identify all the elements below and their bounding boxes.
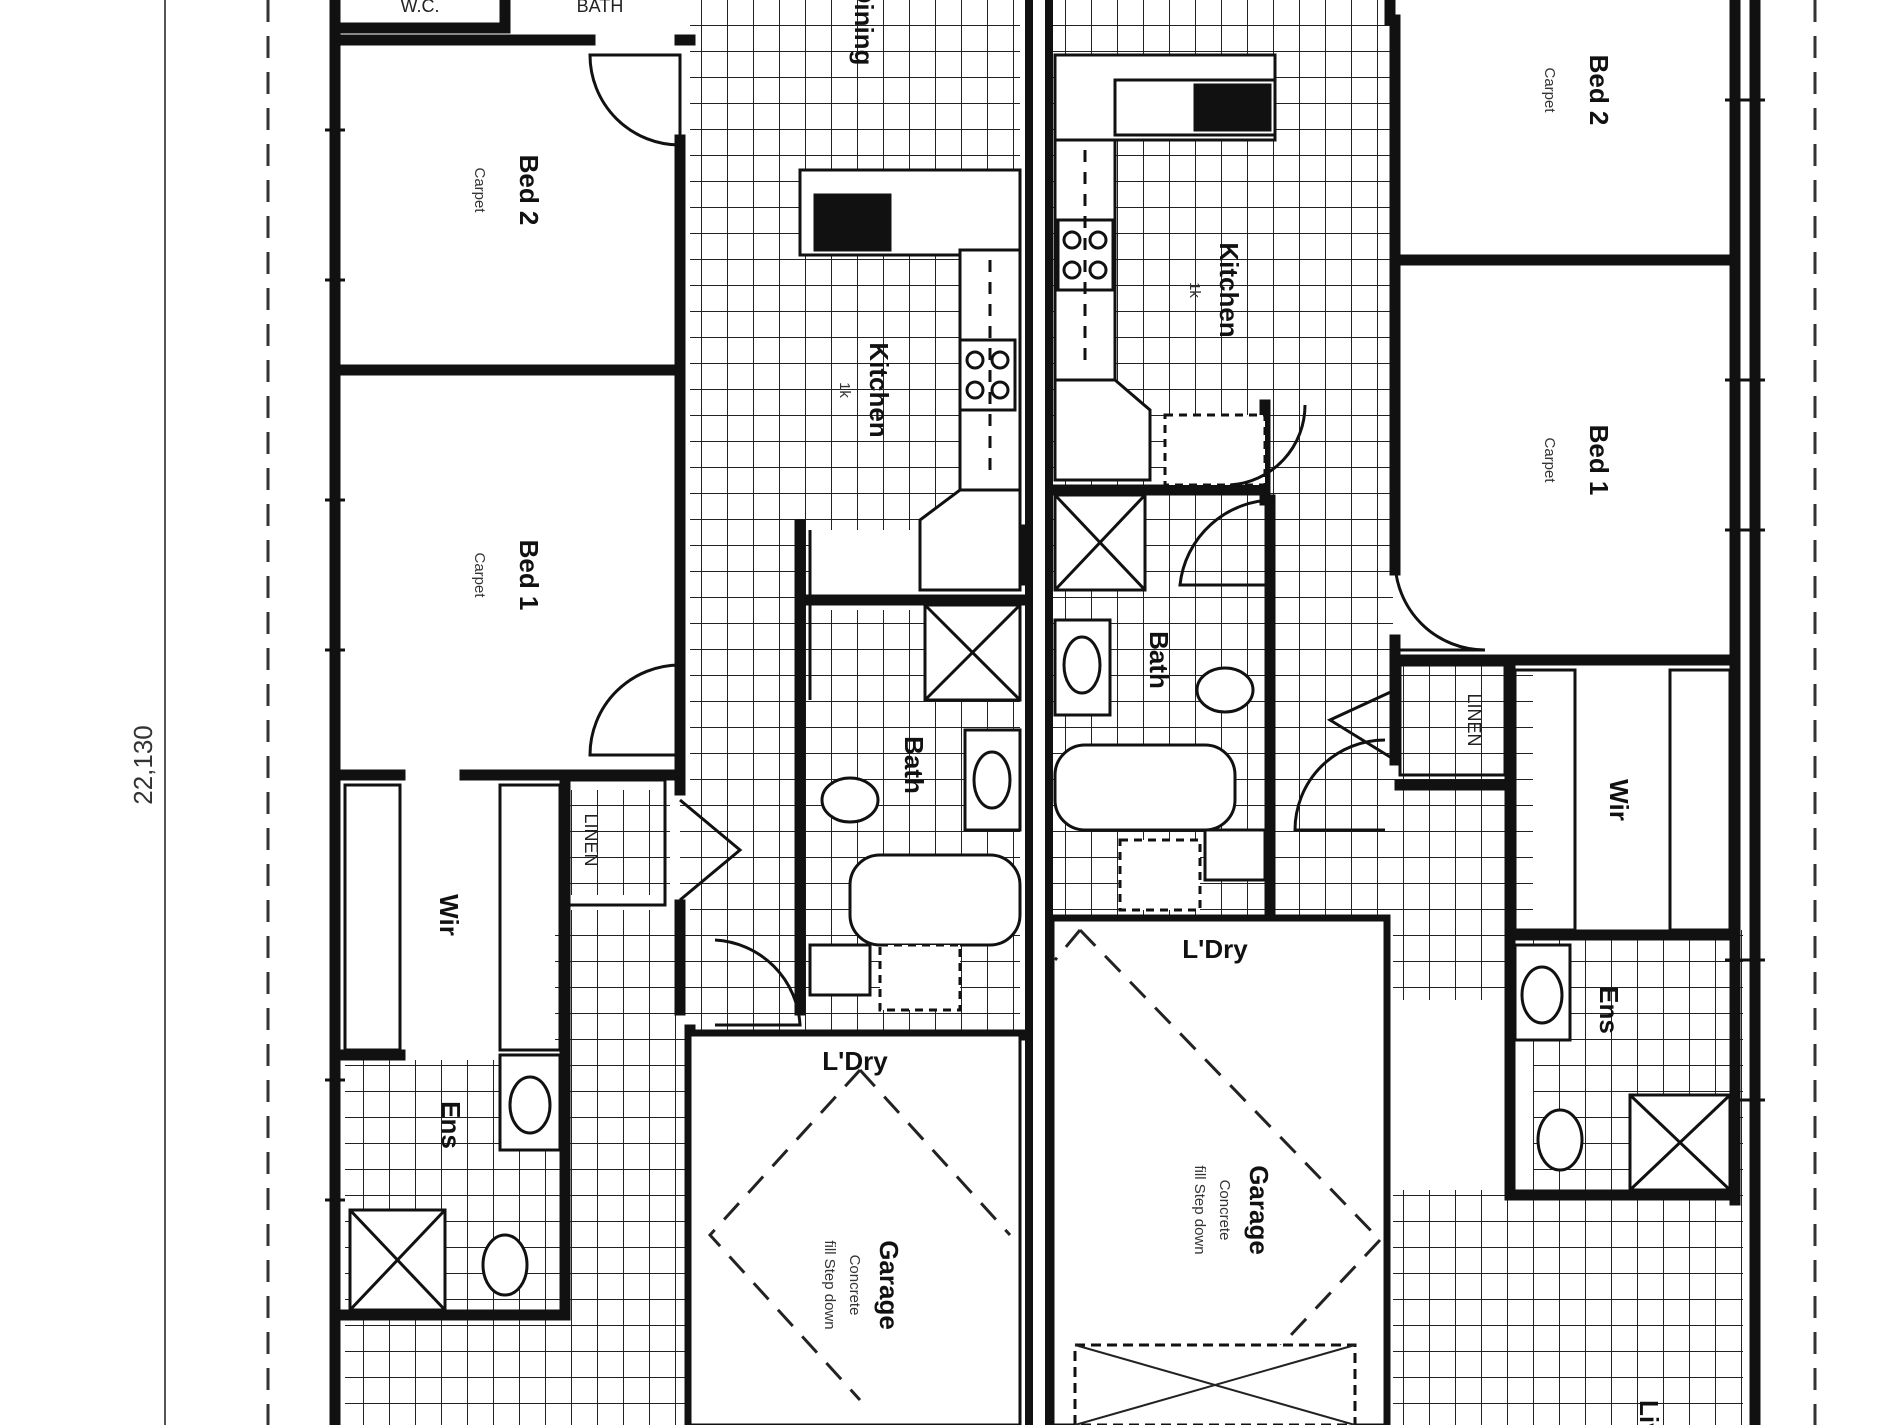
unit-b-doors: [1178, 404, 1486, 832]
unit-a-windows: [325, 128, 345, 1202]
unit-a-dining-label: Dining: [849, 0, 879, 65]
unit-a-garage-label: Garage: [874, 1240, 904, 1330]
unit-a-kitchen-code: 1k: [836, 382, 853, 398]
unit-a-wc-label: W.C.: [401, 0, 440, 16]
unit-b-kitchen-label: Kitchen: [1214, 242, 1244, 337]
unit-b-garage-note: fill Step down: [1191, 1165, 1208, 1254]
unit-a-bed2-label: Bed 2: [514, 155, 544, 226]
unit-a-ensuite-fixtures: [348, 1053, 562, 1312]
unit-b-ensuite-fixtures: [1513, 943, 1732, 1192]
unit-a-kitchen-label: Kitchen: [864, 342, 894, 437]
unit-b-bath-fixtures: [1053, 493, 1267, 912]
unit-a: Bed 2 Carpet Bed 1 Carpet Kitchen 1k Bat…: [325, 0, 1053, 1425]
unit-a-garage-note: fill Step down: [821, 1240, 838, 1329]
unit-a-bath-label: Bath: [899, 736, 929, 794]
unit-b-bed2-finish: Carpet: [1541, 67, 1558, 113]
unit-b-ens-label: Ens: [1594, 986, 1624, 1034]
unit-b-garage: [1051, 918, 1387, 1425]
unit-b-laundry-label: L'Dry: [1182, 934, 1248, 964]
unit-b-bed2-label: Bed 2: [1584, 55, 1614, 126]
unit-a-garage-finish: Concrete: [846, 1255, 863, 1316]
unit-b-windows: [1725, 98, 1765, 1102]
unit-a-wir-label: Wir: [434, 894, 464, 936]
unit-a-doors: [588, 53, 812, 1027]
overall-dimension: 22,130: [128, 0, 166, 1425]
unit-b-linen-label: LINEN: [1464, 693, 1484, 746]
unit-a-bed2-finish: Carpet: [471, 167, 488, 213]
site-boundary: [266, 0, 1817, 1425]
unit-b-wir-shelves: [1398, 663, 1732, 932]
unit-a-ens-label: Ens: [436, 1101, 466, 1149]
unit-b-kitchen-code: 1k: [1186, 282, 1203, 298]
unit-a-bath-fixtures: [808, 603, 1022, 1012]
unit-b-walls: [1049, 0, 1761, 1425]
overall-dimension-label: 22,130: [128, 725, 158, 805]
unit-b-bed1-label: Bed 1: [1584, 425, 1614, 496]
unit-b-living-label: Living: [1634, 1400, 1664, 1425]
unit-a-bed1-label: Bed 1: [514, 540, 544, 611]
unit-b-kitchen-bench: [1053, 53, 1277, 487]
unit-b-garage-label: Garage: [1244, 1165, 1274, 1255]
unit-b-wir-label: Wir: [1604, 779, 1634, 821]
unit-a-bath-tag-label: BATH: [577, 0, 624, 16]
unit-a-labels: Bed 2 Carpet Bed 1 Carpet Kitchen 1k Bat…: [401, 0, 930, 1330]
unit-b-garage-finish: Concrete: [1216, 1180, 1233, 1241]
unit-a-kitchen-bench: [798, 168, 1022, 592]
party-wall: [1025, 0, 1053, 1425]
unit-a-bed1-finish: Carpet: [471, 552, 488, 598]
unit-a-garage: [688, 1033, 1022, 1425]
unit-a-wir-shelves: [343, 778, 667, 1052]
unit-b-bath-label: Bath: [1144, 631, 1174, 689]
unit-b: Bed 2 Carpet Bed 1 Carpet Kitchen 1k Bat…: [1049, 0, 1765, 1425]
unit-a-walls: [329, 0, 1026, 1425]
unit-b-labels: Bed 2 Carpet Bed 1 Carpet Kitchen 1k Bat…: [1144, 55, 1664, 1425]
unit-a-linen-label: LINEN: [581, 813, 601, 866]
unit-a-laundry-label: L'Dry: [822, 1046, 888, 1076]
unit-b-bed1-finish: Carpet: [1541, 437, 1558, 483]
